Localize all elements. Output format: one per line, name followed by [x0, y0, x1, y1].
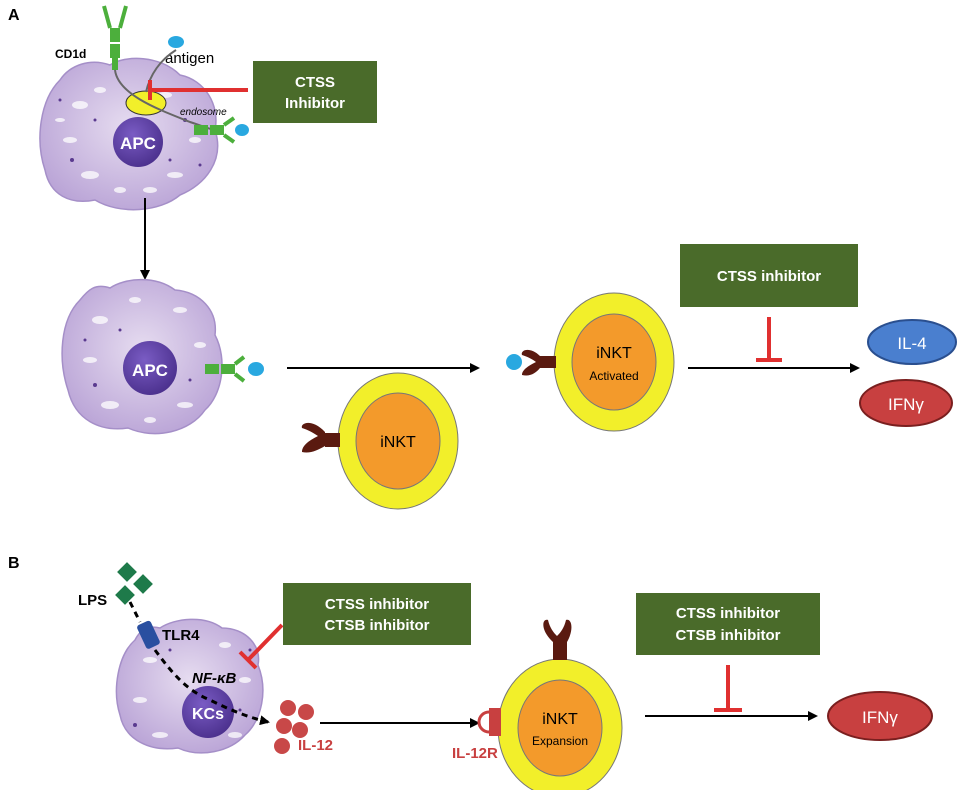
- inhibitor-box-4-line-1: CTSS inhibitor: [676, 605, 780, 622]
- inhibitor-box-4: [636, 593, 820, 655]
- cd1d-label: CD1d: [55, 47, 86, 61]
- il4-badge: [867, 319, 957, 365]
- panel-b-letter: B: [8, 555, 20, 572]
- tlr4-receptor: [137, 620, 160, 649]
- apc-nucleus-bottom: [123, 341, 177, 395]
- nfkb-label: NF-κB: [192, 670, 236, 687]
- ifng-label-b: IFNγ: [862, 708, 898, 727]
- kc-nucleus: [182, 686, 234, 738]
- ifng-badge-a: [859, 379, 953, 427]
- inkt-cell-resting: [301, 372, 459, 510]
- inhibitor-box-3: [283, 583, 471, 645]
- kc-label: KCs: [192, 706, 224, 723]
- apc-nucleus-top: [113, 117, 163, 167]
- inkt-expansion-label-1: iNKT: [542, 711, 578, 728]
- inhibitor-box-1-line-1: CTSS: [295, 74, 335, 91]
- antigen-label: antigen: [165, 50, 214, 67]
- inhibitor-box-4-line-2: CTSB inhibitor: [676, 627, 781, 644]
- lps-label: LPS: [78, 592, 107, 609]
- inkt-cell-expansion: [497, 619, 623, 790]
- inhibitor-box-1-line-2: Inhibitor: [285, 95, 345, 112]
- inhibitor-box-2: [680, 244, 858, 307]
- il4-label: IL-4: [897, 334, 926, 353]
- inkt-activated-label-1: iNKT: [596, 345, 632, 362]
- apc-label-top: APC: [120, 134, 156, 153]
- endosome-label: endosome: [180, 107, 227, 118]
- inkt-expansion-label-2: Expansion: [532, 734, 588, 748]
- inkt-label-resting: iNKT: [380, 434, 416, 451]
- cd1d-antigen-complex-bottom: [205, 355, 264, 383]
- inhibitor-box-2-text: CTSS inhibitor: [717, 268, 821, 285]
- ifng-badge-b: [827, 691, 933, 741]
- inhibitor-box-1: [253, 61, 377, 123]
- lps-tlr4-signal: [128, 601, 142, 623]
- ifng-label-a: IFNγ: [888, 395, 924, 414]
- panel-a-letter: A: [8, 7, 20, 24]
- lps-molecule: [115, 562, 153, 605]
- il12-molecules: [274, 700, 314, 754]
- apc-label-bottom: APC: [132, 361, 168, 380]
- cd1d-molecule-top: [102, 5, 128, 70]
- inkt-activated-label-2: Activated: [589, 369, 638, 383]
- inhibitor-box-3-line-2: CTSB inhibitor: [325, 617, 430, 634]
- il12r-receptor: [477, 708, 501, 736]
- inhibit-line-3: [246, 623, 284, 662]
- il12-label: IL-12: [298, 737, 333, 754]
- inhibitor-box-3-line-1: CTSS inhibitor: [325, 596, 429, 613]
- inkt-cell-activated: [506, 292, 675, 432]
- tlr4-label: TLR4: [162, 627, 200, 644]
- antigen-dot: [168, 36, 184, 48]
- cd1d-antigen-complex-top: [194, 116, 249, 144]
- il12r-label: IL-12R: [452, 745, 498, 762]
